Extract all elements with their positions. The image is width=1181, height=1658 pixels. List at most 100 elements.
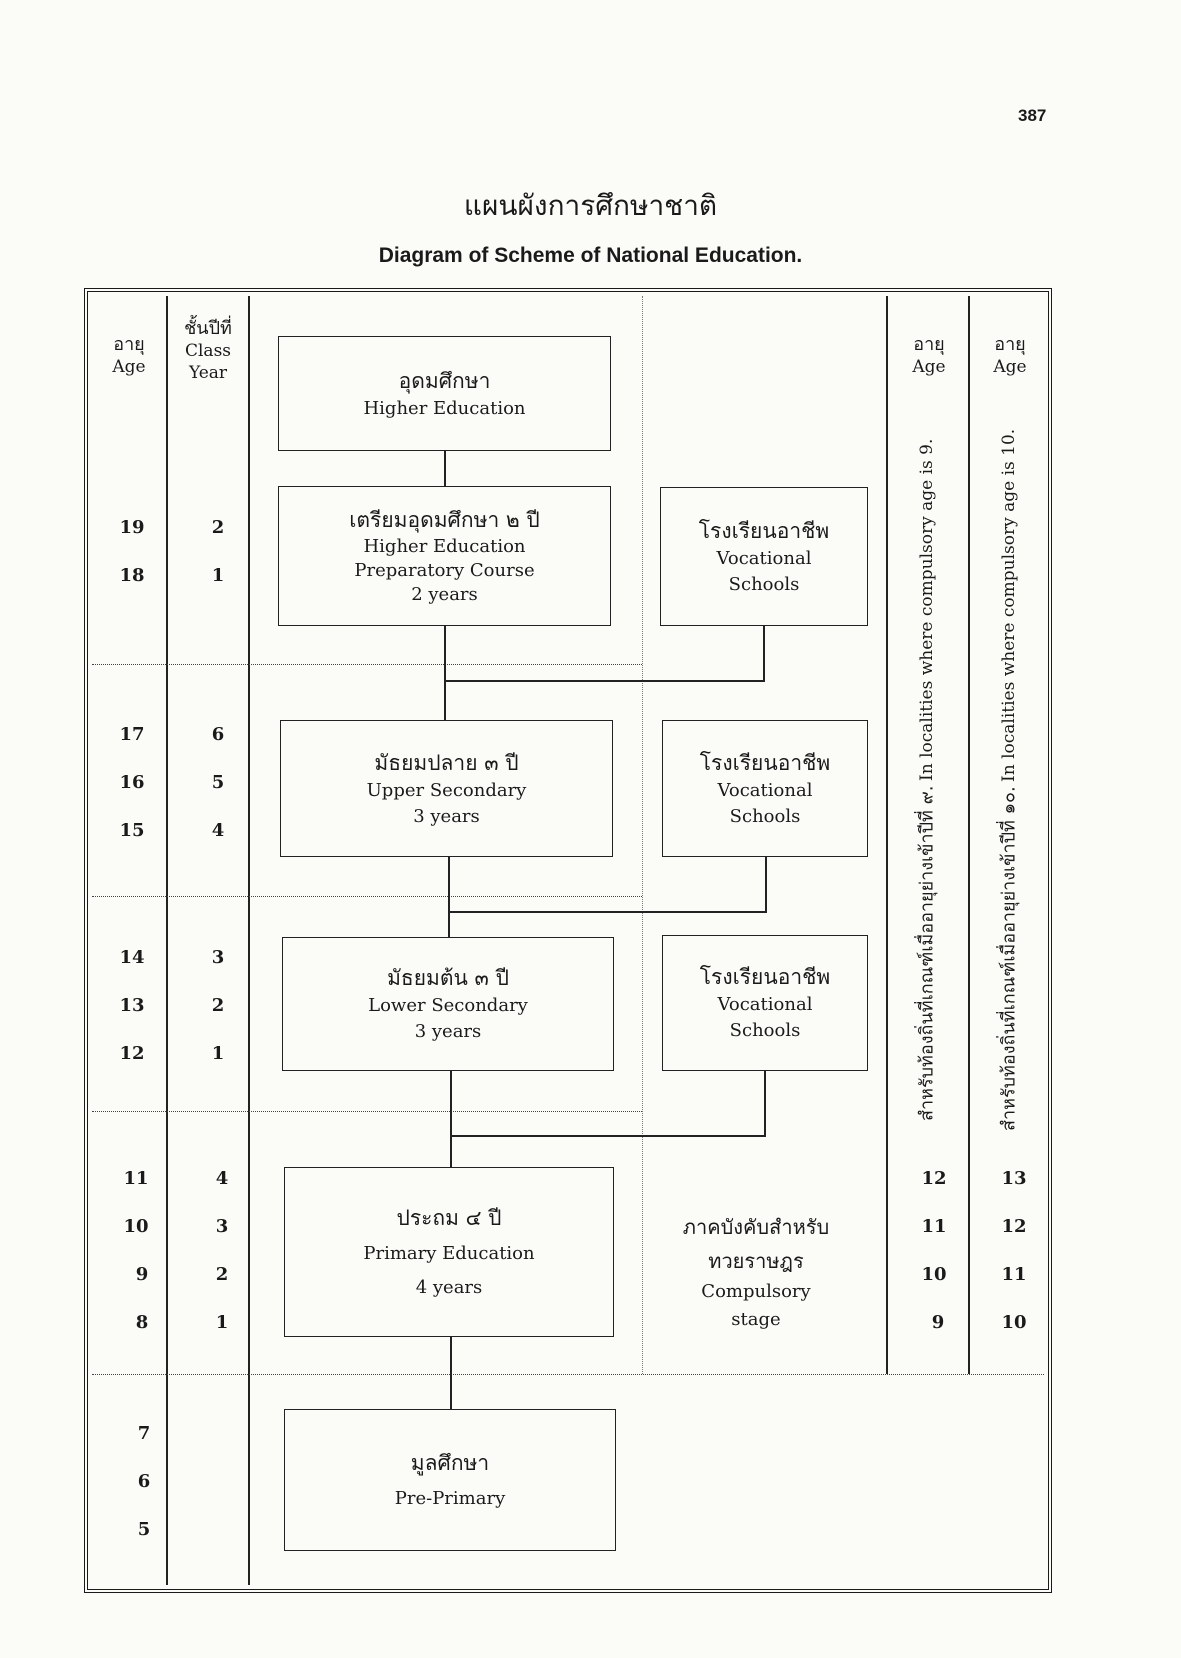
pre-primary-english: Pre-Primary (394, 1488, 506, 1509)
connector-line (450, 1135, 766, 1137)
upper-secondary-box: มัธยมปลาย ๓ ปี Upper Secondary 3 years (280, 720, 613, 857)
row-divider (92, 1111, 642, 1112)
age-value-col10: 11 (1001, 1264, 1027, 1285)
class-year-value: 3 (215, 1216, 229, 1237)
column-divider (642, 296, 643, 1374)
row-divider (92, 664, 642, 665)
connector-line (444, 680, 765, 682)
side-note-age-9: สำหรับท้องถิ่นที่เกณฑ์เมื่ออายุย่างเข้าป… (888, 439, 966, 1121)
age-value: 10 (123, 1216, 149, 1237)
age-value: 5 (137, 1519, 151, 1540)
preparatory-english-1: Higher Education (363, 536, 526, 557)
page-title-english: Diagram of Scheme of National Education. (378, 244, 803, 267)
age-value: 9 (135, 1264, 149, 1285)
age-header-thai: อายุ (913, 334, 945, 355)
page-title-thai: แผนผังการศึกษาชาติ (463, 189, 718, 222)
vocational-schools-box: โรงเรียนอาชีพ Vocational Schools (662, 935, 868, 1071)
upper-secondary-english-2: 3 years (413, 805, 480, 827)
upper-secondary-english-1: Upper Secondary (366, 779, 527, 801)
age-header-col10: อายุ Age (974, 334, 1046, 378)
vocational-english-1: Vocational (717, 994, 813, 1015)
side-note-age-9-english: In localities where compulsory age is 9. (917, 439, 937, 782)
connector-line (764, 1071, 766, 1137)
age-header-english: Age (993, 357, 1027, 377)
lower-secondary-english-1: Lower Secondary (368, 995, 528, 1016)
vocational-english-1: Vocational (717, 779, 813, 801)
preparatory-thai: เตรียมอุดมศึกษา ๒ ปี (349, 508, 540, 532)
age-value-col10: 13 (1001, 1168, 1027, 1189)
class-year-value: 2 (211, 517, 225, 538)
age-value: 8 (135, 1312, 149, 1333)
age-value-col10: 10 (1001, 1312, 1027, 1333)
class-year-value: 2 (215, 1264, 229, 1285)
vocational-thai: โรงเรียนอาชีพ (698, 518, 830, 543)
primary-english-1: Primary Education (363, 1243, 535, 1264)
age-header-english: Age (112, 357, 146, 377)
class-year-value: 4 (215, 1168, 229, 1189)
vocational-english-2: Schools (729, 805, 801, 827)
connector-line (448, 911, 767, 913)
preparatory-course-box: เตรียมอุดมศึกษา ๒ ปี Higher Education Pr… (278, 486, 611, 626)
age-value: 19 (119, 517, 145, 538)
age-value: 14 (119, 947, 145, 968)
vocational-thai: โรงเรียนอาชีพ (699, 965, 831, 989)
column-rule (968, 296, 970, 1374)
compulsory-english-1: Compulsory (701, 1281, 811, 1302)
class-header-thai: ชั้นปีที่ (184, 318, 232, 339)
connector-line (444, 451, 446, 486)
connector-line (763, 626, 765, 682)
compulsory-stage-label: ภาคบังคับสำหรับ ทวยราษฎร Compulsory stag… (650, 1210, 862, 1334)
age-value: 13 (119, 995, 145, 1016)
connector-line (450, 1071, 452, 1167)
vocational-thai: โรงเรียนอาชีพ (699, 750, 831, 775)
row-divider (92, 896, 642, 897)
column-rule (886, 296, 888, 1374)
class-year-value: 4 (211, 820, 225, 841)
age-header: อายุ Age (96, 334, 162, 378)
page-number: 387 (1018, 106, 1047, 125)
higher-education-english: Higher Education (363, 397, 526, 419)
age-value-col9: 10 (921, 1264, 947, 1285)
connector-line (444, 626, 446, 684)
connector-line (450, 1337, 452, 1409)
class-year-value: 2 (211, 995, 225, 1016)
age-header-thai: อายุ (113, 334, 145, 355)
age-value: 12 (119, 1043, 145, 1064)
column-rule (248, 296, 250, 1585)
lower-secondary-english-2: 3 years (414, 1021, 482, 1042)
class-header-english-2: Year (188, 363, 228, 383)
age-value: 16 (119, 772, 145, 793)
connector-line (448, 857, 450, 937)
class-year-value: 1 (211, 565, 225, 586)
age-value-col9: 12 (921, 1168, 947, 1189)
primary-english-2: 4 years (415, 1277, 483, 1298)
age-value: 7 (137, 1423, 151, 1444)
age-value: 15 (119, 820, 145, 841)
upper-secondary-thai: มัธยมปลาย ๓ ปี (374, 750, 519, 775)
age-header-english: Age (912, 357, 946, 377)
side-note-age-9-thai: สำหรับท้องถิ่นที่เกณฑ์เมื่ออายุย่างเข้าป… (916, 785, 938, 1121)
age-value-col10: 12 (1001, 1216, 1027, 1237)
age-value: 17 (119, 724, 145, 745)
class-year-value: 3 (211, 947, 225, 968)
row-divider (92, 1374, 1044, 1375)
age-value: 18 (119, 565, 145, 586)
vocational-schools-box: โรงเรียนอาชีพ Vocational Schools (662, 720, 868, 857)
lower-secondary-thai: มัธยมต้น ๓ ปี (387, 966, 509, 990)
preparatory-english-2: Preparatory Course (354, 560, 535, 581)
diagram-frame (84, 288, 1052, 1593)
compulsory-english-2: stage (731, 1309, 781, 1330)
pre-primary-box: มูลศึกษา Pre-Primary (284, 1409, 616, 1551)
class-year-value: 1 (211, 1043, 225, 1064)
class-year-value: 5 (211, 772, 225, 793)
connector-line (444, 684, 446, 720)
age-header-thai: อายุ (994, 334, 1026, 355)
compulsory-thai-2: ทวยราษฎร (708, 1249, 804, 1273)
preparatory-english-3: 2 years (411, 584, 478, 605)
age-value-col9: 11 (921, 1216, 947, 1237)
vocational-english-1: Vocational (716, 547, 812, 569)
compulsory-thai-1: ภาคบังคับสำหรับ (682, 1215, 830, 1239)
class-year-value: 6 (211, 724, 225, 745)
connector-line (765, 857, 767, 913)
primary-education-box: ประถม ๔ ปี Primary Education 4 years (284, 1167, 614, 1337)
